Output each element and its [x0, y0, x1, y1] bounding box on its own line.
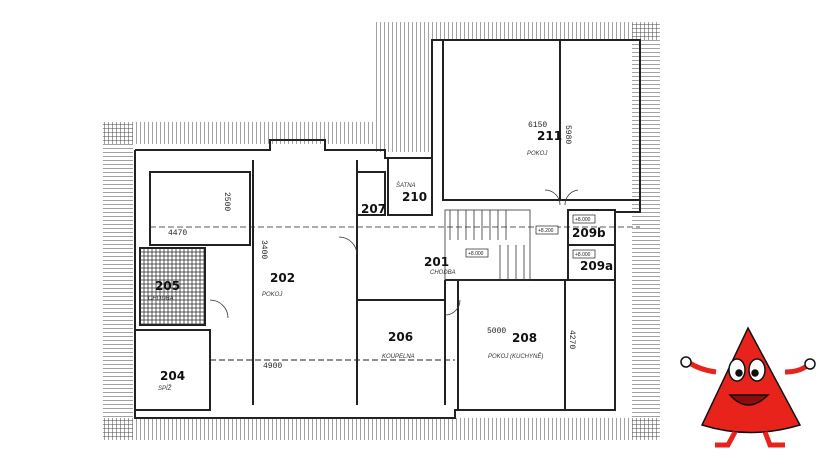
- level-marker: +8.200: [538, 228, 554, 234]
- doors: [209, 189, 579, 319]
- room-204-name: SPÍŽ: [158, 384, 172, 392]
- level-marker: +8.000: [575, 252, 591, 258]
- dimension: 4900: [263, 362, 282, 371]
- dimension: 4270: [567, 330, 576, 349]
- dimension: 3400: [259, 240, 268, 259]
- room-202-number: 202: [270, 271, 295, 285]
- roof-outline: [103, 22, 660, 440]
- level-marker: +8.000: [468, 251, 484, 257]
- room-207-number: 207: [361, 202, 386, 216]
- room-206-number: 206: [388, 330, 413, 344]
- dimension: 5980: [563, 125, 572, 144]
- room-201-name: CHODBA: [430, 270, 456, 276]
- room-205-number: 205: [155, 279, 180, 293]
- staircase: [444, 209, 531, 281]
- level-markers: +8.000 +8.200 +8.000 +8.000: [465, 214, 596, 259]
- dimension: 5000: [487, 327, 506, 336]
- room-208-number: 208: [512, 331, 537, 345]
- room-211-number: 211: [537, 129, 562, 143]
- room-204-number: 204: [160, 369, 185, 383]
- room-201-number: 201: [424, 255, 449, 269]
- room-205-name: CHODBA: [148, 296, 174, 302]
- dimension: 4470: [168, 229, 187, 238]
- room-206-name: KOUPELNA: [382, 354, 415, 360]
- room-210-number: 210: [402, 190, 427, 204]
- level-marker: +8.000: [575, 217, 591, 223]
- room-210-name: ŠATNA: [396, 182, 416, 189]
- dimension: 6150: [528, 121, 547, 130]
- room-209a-number: 209a: [580, 259, 613, 273]
- room-209b-number: 209b: [572, 226, 606, 240]
- room-202-name: POKOJ: [262, 292, 283, 298]
- dimension-labels: 2500 4470 3400 4900 5000 4270 5980 6150: [168, 121, 576, 371]
- room-labels: 201 CHODBA 202 POKOJ 204 SPÍŽ 205 CHODBA…: [148, 129, 613, 392]
- walls: [134, 39, 641, 419]
- red-cone-mascot-icon: [680, 326, 816, 448]
- dimension: 2500: [222, 192, 231, 211]
- room-208-name: POKOJ (KUCHYNĚ): [488, 352, 543, 360]
- room-211-name: POKOJ: [527, 151, 548, 157]
